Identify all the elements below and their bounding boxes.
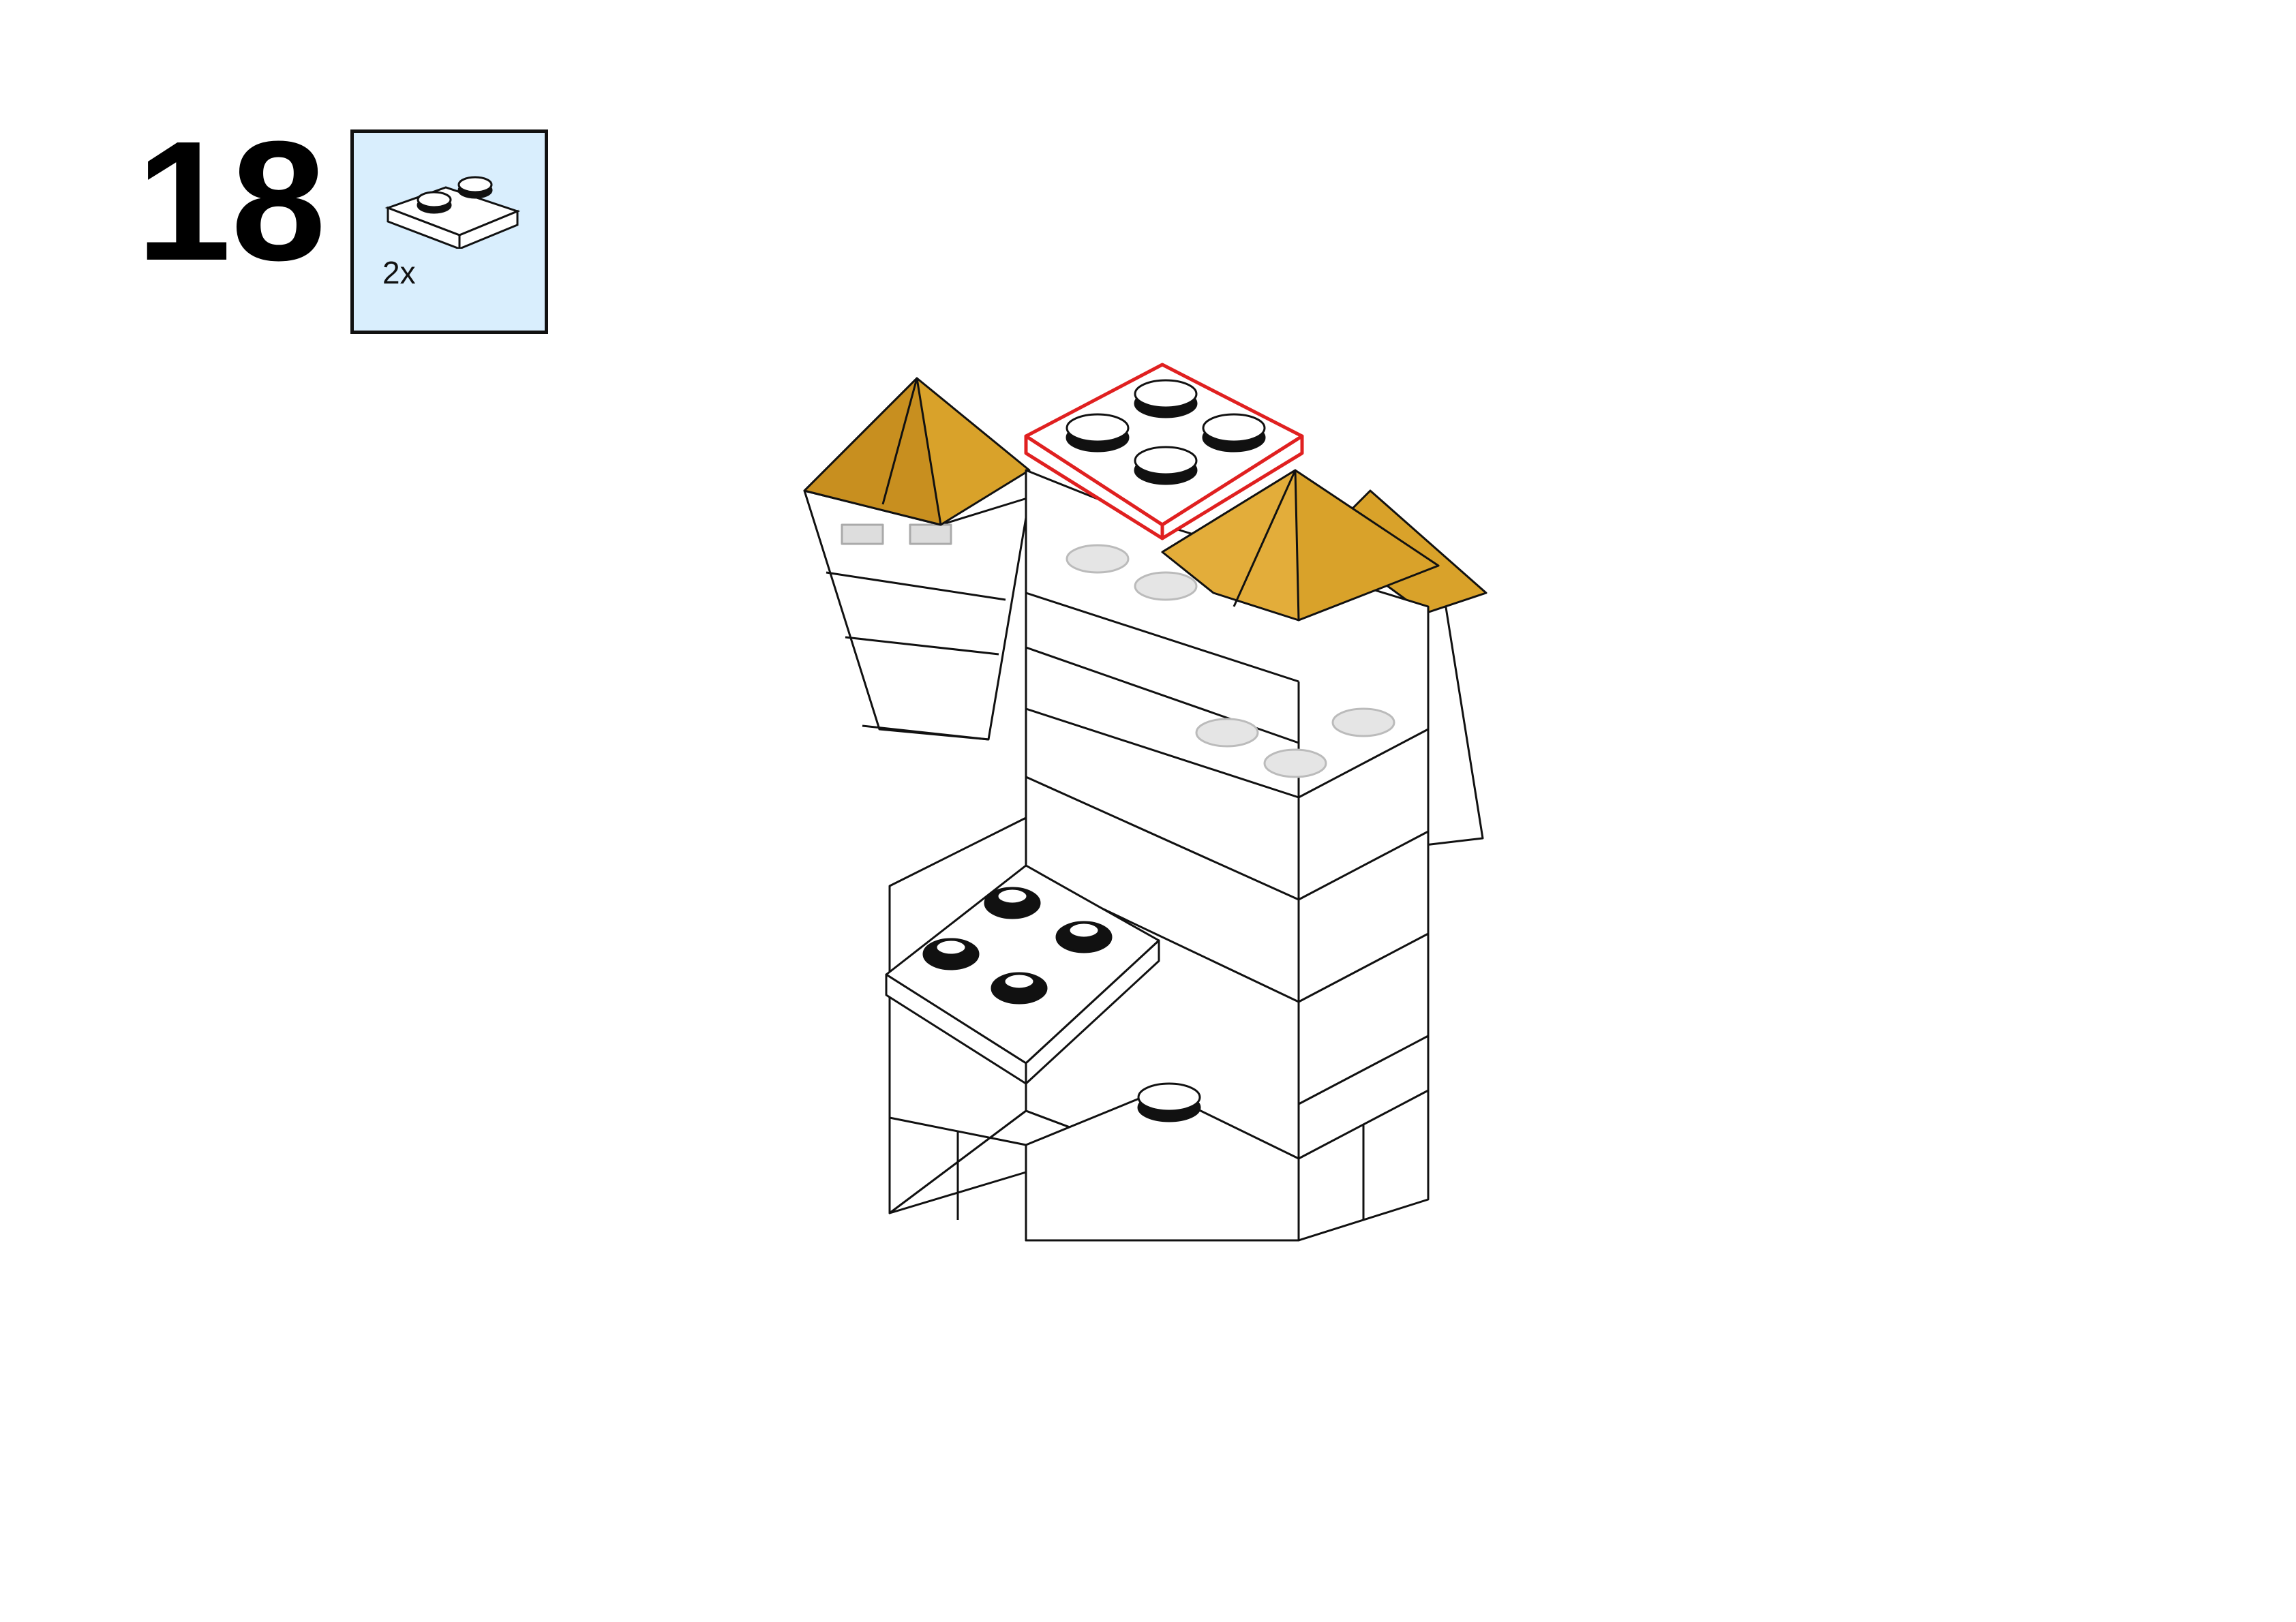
left-tower <box>803 377 1031 741</box>
new-plate-highlight <box>1024 363 1304 540</box>
plate-1x2-icon <box>384 176 521 249</box>
sloped-plate-2x2 <box>885 864 1160 1085</box>
step-number: 18 <box>136 106 327 296</box>
part-count: 2x <box>382 255 416 290</box>
parts-list-callout: 2x <box>350 129 548 334</box>
central-tower <box>1025 469 1440 1214</box>
